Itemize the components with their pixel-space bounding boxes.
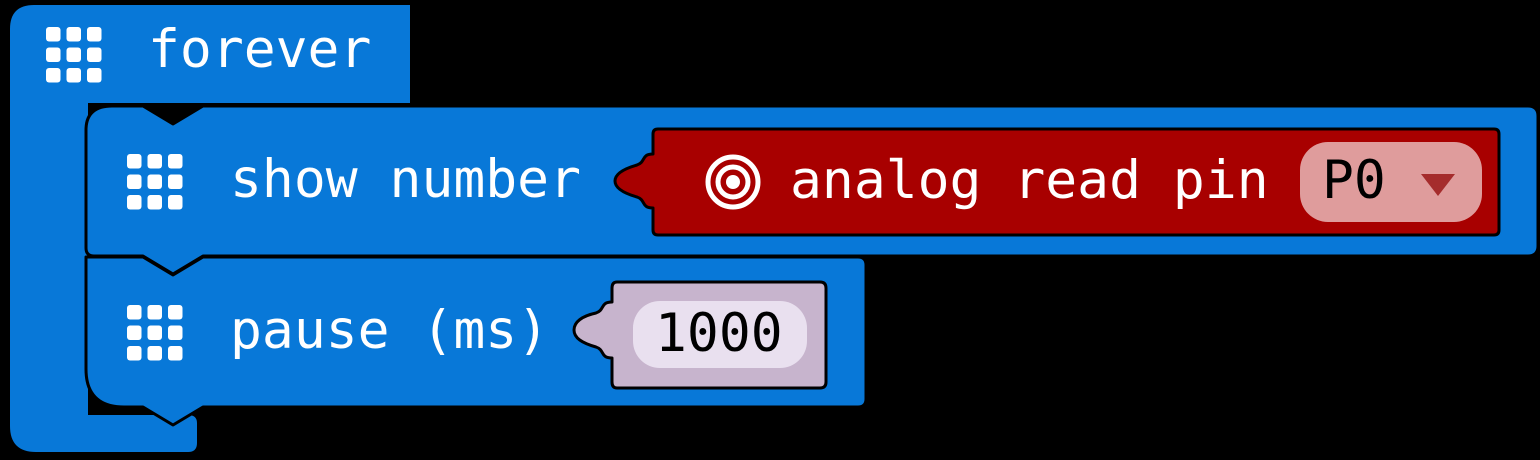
pin-dropdown-value: P0 [1322,150,1386,211]
analog-read-pin-block[interactable]: analog read pin P0 [613,127,1501,237]
show-number-label: show number [230,149,581,210]
pause-duration-value: 1000 [655,303,783,364]
forever-label: forever [148,19,371,80]
analog-read-pin-block-body[interactable] [613,127,1501,237]
analog-read-pin-label: analog read pin [790,150,1269,211]
triangle-down-icon[interactable] [1421,174,1455,196]
bullseye-icon [705,154,761,210]
pin-dropdown[interactable]: P0 [1300,142,1482,222]
pin-dropdown-background[interactable] [1300,142,1482,222]
number-input-field[interactable] [633,301,807,368]
pause-block[interactable]: pause (ms) 1000 [84,255,868,427]
forever-block[interactable]: forever [10,5,410,452]
grid-icon [46,27,102,83]
pause-duration-field[interactable]: 1000 [572,280,828,390]
pause-label: pause (ms) [230,300,549,361]
forever-block-spine-and-bottom-wrap[interactable] [10,103,197,452]
forever-block-top-bar[interactable] [10,5,410,103]
grid-icon [127,305,183,361]
grid-icon [127,154,183,210]
